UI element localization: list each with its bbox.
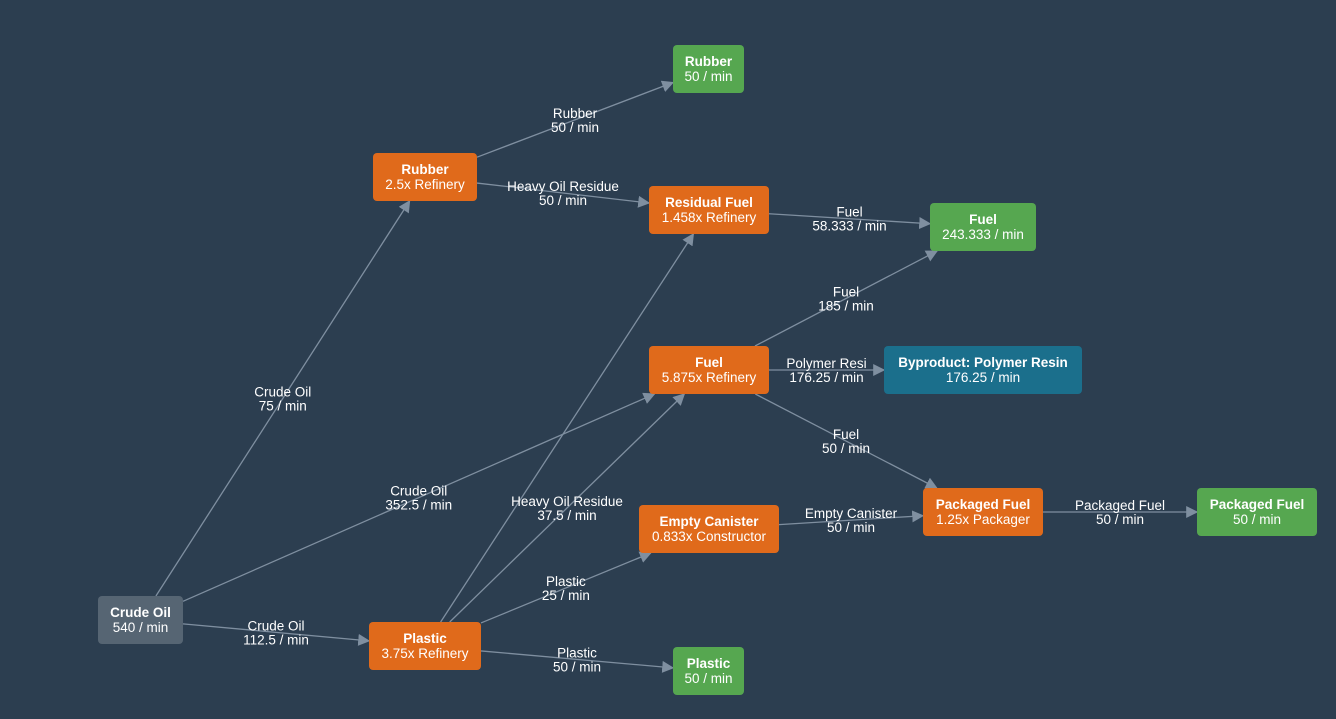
edge-crude_oil-to-plastic_recipe (182, 623, 371, 646)
node-title: Packaged Fuel (935, 497, 1031, 512)
edge-label-rate: 75 / min (259, 399, 307, 414)
edge-rubber_recipe-to-residual_fuel (476, 182, 651, 208)
edge-label-item: Crude Oil (247, 618, 304, 633)
edge-label-rate: 112.5 / min (243, 632, 309, 647)
edge-rubber_recipe-to-rubber_out (476, 80, 675, 158)
edge-label-rate: 25 / min (542, 588, 590, 603)
edge-label-item: Crude Oil (254, 385, 311, 400)
edge-label-item: Heavy Oil Residue (507, 179, 619, 194)
node-title: Byproduct: Polymer Resin (898, 355, 1068, 370)
node-rate: 243.333 / min (942, 227, 1024, 242)
edge-label-rate: 50 / min (827, 520, 875, 535)
edge-label-rate: 176.25 / min (789, 370, 863, 385)
node-rate: 50 / min (684, 671, 733, 686)
edge-residual_fuel-to-fuel_out (768, 213, 932, 230)
node-title: Plastic (403, 631, 447, 646)
edge-label-item: Fuel (833, 427, 859, 442)
node-title: Fuel (969, 212, 997, 227)
edge-label-item: Fuel (833, 285, 859, 300)
node-title: Rubber (401, 162, 449, 177)
node-residual-fuel-recipe[interactable]: Residual Fuel 1.458x Refinery (649, 186, 769, 234)
node-rate: 540 / min (112, 620, 169, 635)
edge-label-rate: 50 / min (551, 120, 599, 135)
node-plastic-output[interactable]: Plastic 50 / min (673, 647, 744, 695)
edge-label-rate: 185 / min (818, 299, 874, 314)
node-machine: 2.5x Refinery (385, 177, 465, 192)
edge-label-rate: 50 / min (1096, 512, 1144, 527)
node-packaged-fuel-output[interactable]: Packaged Fuel 50 / min (1197, 488, 1317, 536)
edge-plastic_recipe-to-empty_canister (480, 551, 652, 624)
node-packaged-fuel-recipe[interactable]: Packaged Fuel 1.25x Packager (923, 488, 1043, 536)
node-title: Empty Canister (659, 514, 759, 529)
node-rate: 176.25 / min (945, 370, 1021, 385)
edge-fuel_recipe-to-packaged_fuel_recipe (755, 393, 938, 489)
edge-empty_canister-to-packaged_fuel_recipe (778, 510, 925, 526)
node-title: Crude Oil (110, 605, 171, 620)
node-fuel-output[interactable]: Fuel 243.333 / min (930, 203, 1036, 251)
node-title: Rubber (684, 54, 733, 69)
edge-label-rate: 37.5 / min (537, 508, 596, 523)
node-fuel-recipe[interactable]: Fuel 5.875x Refinery (649, 346, 769, 394)
node-byproduct-polymer-resin[interactable]: Byproduct: Polymer Resin 176.25 / min (884, 346, 1082, 394)
node-rubber-output[interactable]: Rubber 50 / min (673, 45, 744, 93)
edge-crude_oil-to-rubber_recipe (155, 199, 411, 597)
edge-label-item: Empty Canister (805, 506, 898, 521)
node-machine: 5.875x Refinery (661, 370, 757, 385)
node-title: Residual Fuel (665, 195, 753, 210)
edge-label-rate: 58.333 / min (812, 219, 886, 234)
node-machine: 1.458x Refinery (661, 210, 757, 225)
edge-label-item: Heavy Oil Residue (511, 494, 623, 509)
edge-fuel_recipe-to-fuel_out (754, 250, 939, 347)
node-title: Fuel (695, 355, 723, 370)
node-plastic-recipe[interactable]: Plastic 3.75x Refinery (369, 622, 481, 670)
node-machine: 1.25x Packager (936, 512, 1030, 527)
edge-label-item: Crude Oil (390, 484, 447, 499)
node-title: Packaged Fuel (1209, 497, 1305, 512)
node-crude-oil[interactable]: Crude Oil 540 / min (98, 596, 183, 644)
node-machine: 0.833x Constructor (651, 529, 767, 544)
edge-label-item: Plastic (546, 574, 586, 589)
edge-label-rate: 352.5 / min (385, 498, 452, 513)
edge-label-item: Rubber (553, 106, 598, 121)
node-machine: 3.75x Refinery (381, 646, 469, 661)
edge-label-item: Polymer Resi (786, 356, 866, 371)
edge-label-item: Packaged Fuel (1075, 498, 1165, 513)
node-empty-canister-recipe[interactable]: Empty Canister 0.833x Constructor (639, 505, 779, 553)
edge-label-rate: 50 / min (539, 193, 587, 208)
node-rate: 50 / min (1232, 512, 1282, 527)
edge-label-rate: 50 / min (822, 441, 870, 456)
node-rate: 50 / min (684, 69, 733, 84)
edge-plastic_recipe-to-plastic_out (480, 650, 675, 673)
edge-label-item: Plastic (557, 645, 597, 660)
node-title: Plastic (686, 656, 731, 671)
edge-crude_oil-to-fuel_recipe (182, 392, 656, 602)
edge-label-rate: 50 / min (553, 659, 601, 674)
edge-plastic_recipe-to-residual_fuel (440, 232, 695, 623)
node-rubber-recipe[interactable]: Rubber 2.5x Refinery (373, 153, 477, 201)
edge-label-item: Fuel (836, 205, 862, 220)
edge-plastic_recipe-to-fuel_recipe (449, 393, 686, 623)
